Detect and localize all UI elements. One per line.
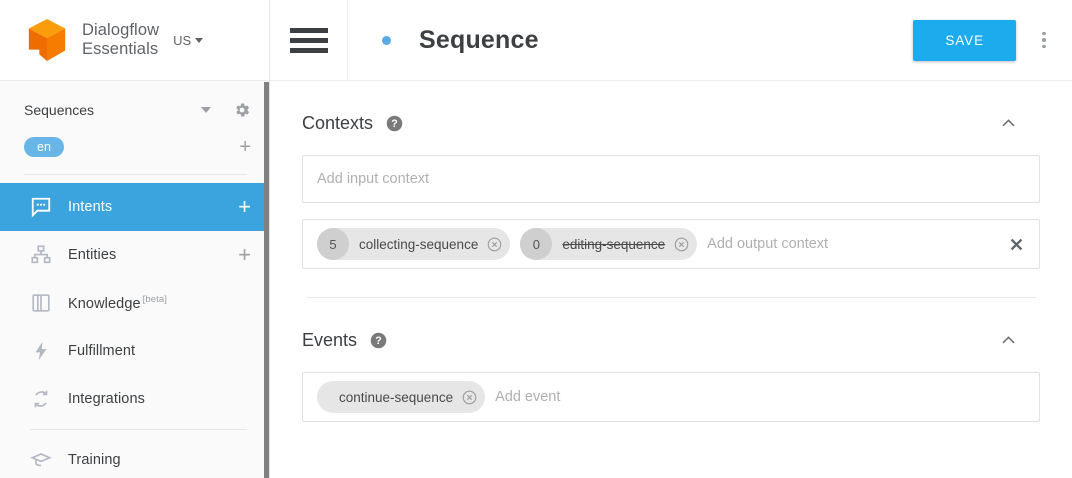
sidebar-divider xyxy=(24,174,247,175)
save-button[interactable]: SAVE xyxy=(913,19,1016,61)
add-entity-icon[interactable]: + xyxy=(238,242,251,267)
chip-label: editing-sequence xyxy=(562,236,666,252)
beta-badge: [beta] xyxy=(142,294,168,306)
sidebar-nav: Intents + Entities + Knowledge[beta] xyxy=(0,183,269,478)
remove-circle-icon[interactable] xyxy=(462,390,477,405)
agent-selector[interactable]: Sequences xyxy=(0,91,269,129)
agent-name: Sequences xyxy=(24,102,95,118)
dialogflow-cube-logo xyxy=(28,18,66,62)
sidebar-item-label: Fulfillment xyxy=(68,343,136,359)
input-context-placeholder: Add input context xyxy=(317,171,430,187)
blue-status-dot xyxy=(382,35,391,45)
contexts-title: Contexts xyxy=(302,112,374,133)
chevron-up-icon[interactable] xyxy=(999,331,1018,350)
caret-down-icon[interactable] xyxy=(201,107,211,113)
sidebar-item-training[interactable]: Training xyxy=(0,436,269,478)
book-icon xyxy=(32,294,50,312)
sidebar-item-fulfillment[interactable]: Fulfillment xyxy=(0,327,269,375)
content-area: Contexts ? Add input context 5 coll xyxy=(270,81,1072,422)
input-context-field[interactable]: Add input context xyxy=(302,155,1040,203)
sidebar-item-label: Intents xyxy=(68,199,113,215)
help-circle-icon[interactable]: ? xyxy=(386,115,403,132)
output-context-chip[interactable]: 0 editing-sequence xyxy=(520,228,698,260)
brand-name: Dialogflow Essentials xyxy=(82,21,160,58)
brand-header: Dialogflow Essentials US xyxy=(0,0,269,81)
output-context-placeholder: Add output context xyxy=(707,236,829,252)
nav-divider xyxy=(30,429,247,430)
event-chip[interactable]: continue-sequence xyxy=(317,381,486,413)
remove-circle-icon[interactable] xyxy=(674,237,689,252)
remove-circle-icon[interactable] xyxy=(487,237,502,252)
events-field[interactable]: continue-sequence Add event xyxy=(302,372,1040,422)
chip-label: continue-sequence xyxy=(339,389,454,405)
sitemap-icon xyxy=(31,245,51,264)
knowledge-text: Knowledge xyxy=(68,295,141,312)
graduation-cap-icon xyxy=(30,453,52,467)
sidebar-item-entities[interactable]: Entities + xyxy=(0,231,269,279)
svg-text:?: ? xyxy=(391,118,397,130)
sidebar-item-intents[interactable]: Intents + xyxy=(0,183,269,231)
chevron-down-icon xyxy=(195,37,204,43)
sidebar-item-label: Knowledge[beta] xyxy=(68,294,167,312)
region-selector[interactable]: US xyxy=(173,32,204,48)
close-x-icon[interactable] xyxy=(1008,236,1025,253)
region-label: US xyxy=(173,32,192,48)
refresh-arrows-icon xyxy=(34,390,48,408)
output-context-field[interactable]: 5 collecting-sequence 0 editing-sequence xyxy=(302,219,1040,269)
sidebar-scrollbar[interactable] xyxy=(264,82,269,478)
chip-lifespan-count: 0 xyxy=(520,228,553,260)
chevron-up-icon[interactable] xyxy=(999,114,1018,133)
section-divider xyxy=(306,297,1036,298)
add-language-icon[interactable]: + xyxy=(239,136,251,158)
more-options-icon[interactable] xyxy=(1016,31,1072,49)
contexts-section: Contexts ? Add input context 5 coll xyxy=(302,81,1040,269)
svg-text:?: ? xyxy=(375,335,381,347)
gear-icon[interactable] xyxy=(233,101,251,119)
lightning-bolt-icon xyxy=(35,341,47,361)
main-panel: Sequence SAVE Contexts ? xyxy=(270,0,1072,478)
sidebar-item-label: Training xyxy=(68,452,121,468)
chip-lifespan-count: 5 xyxy=(317,228,349,260)
contexts-header: Contexts ? xyxy=(302,107,1040,139)
sidebar: Dialogflow Essentials US Sequences en + xyxy=(0,0,270,478)
chip-label: collecting-sequence xyxy=(359,236,479,252)
events-title: Events xyxy=(302,329,358,350)
sidebar-item-label: Entities xyxy=(68,247,117,263)
event-placeholder: Add event xyxy=(495,389,561,405)
events-section: Events ? continue-sequence xyxy=(302,298,1040,422)
language-chip-en[interactable]: en xyxy=(24,137,64,157)
add-intent-icon[interactable]: + xyxy=(238,194,251,219)
hamburger-menu-icon[interactable] xyxy=(270,0,348,81)
help-circle-icon[interactable]: ? xyxy=(370,332,387,349)
output-context-chip[interactable]: 5 collecting-sequence xyxy=(317,228,511,260)
page-title: Sequence xyxy=(419,25,539,54)
chat-bubble-icon xyxy=(31,197,51,218)
sidebar-item-knowledge[interactable]: Knowledge[beta] xyxy=(0,279,269,327)
language-row: en + xyxy=(0,129,269,165)
sidebar-item-integrations[interactable]: Integrations xyxy=(0,375,269,423)
events-header: Events ? xyxy=(302,324,1040,356)
sidebar-item-label: Integrations xyxy=(68,391,145,407)
top-bar: Sequence SAVE xyxy=(270,0,1072,81)
